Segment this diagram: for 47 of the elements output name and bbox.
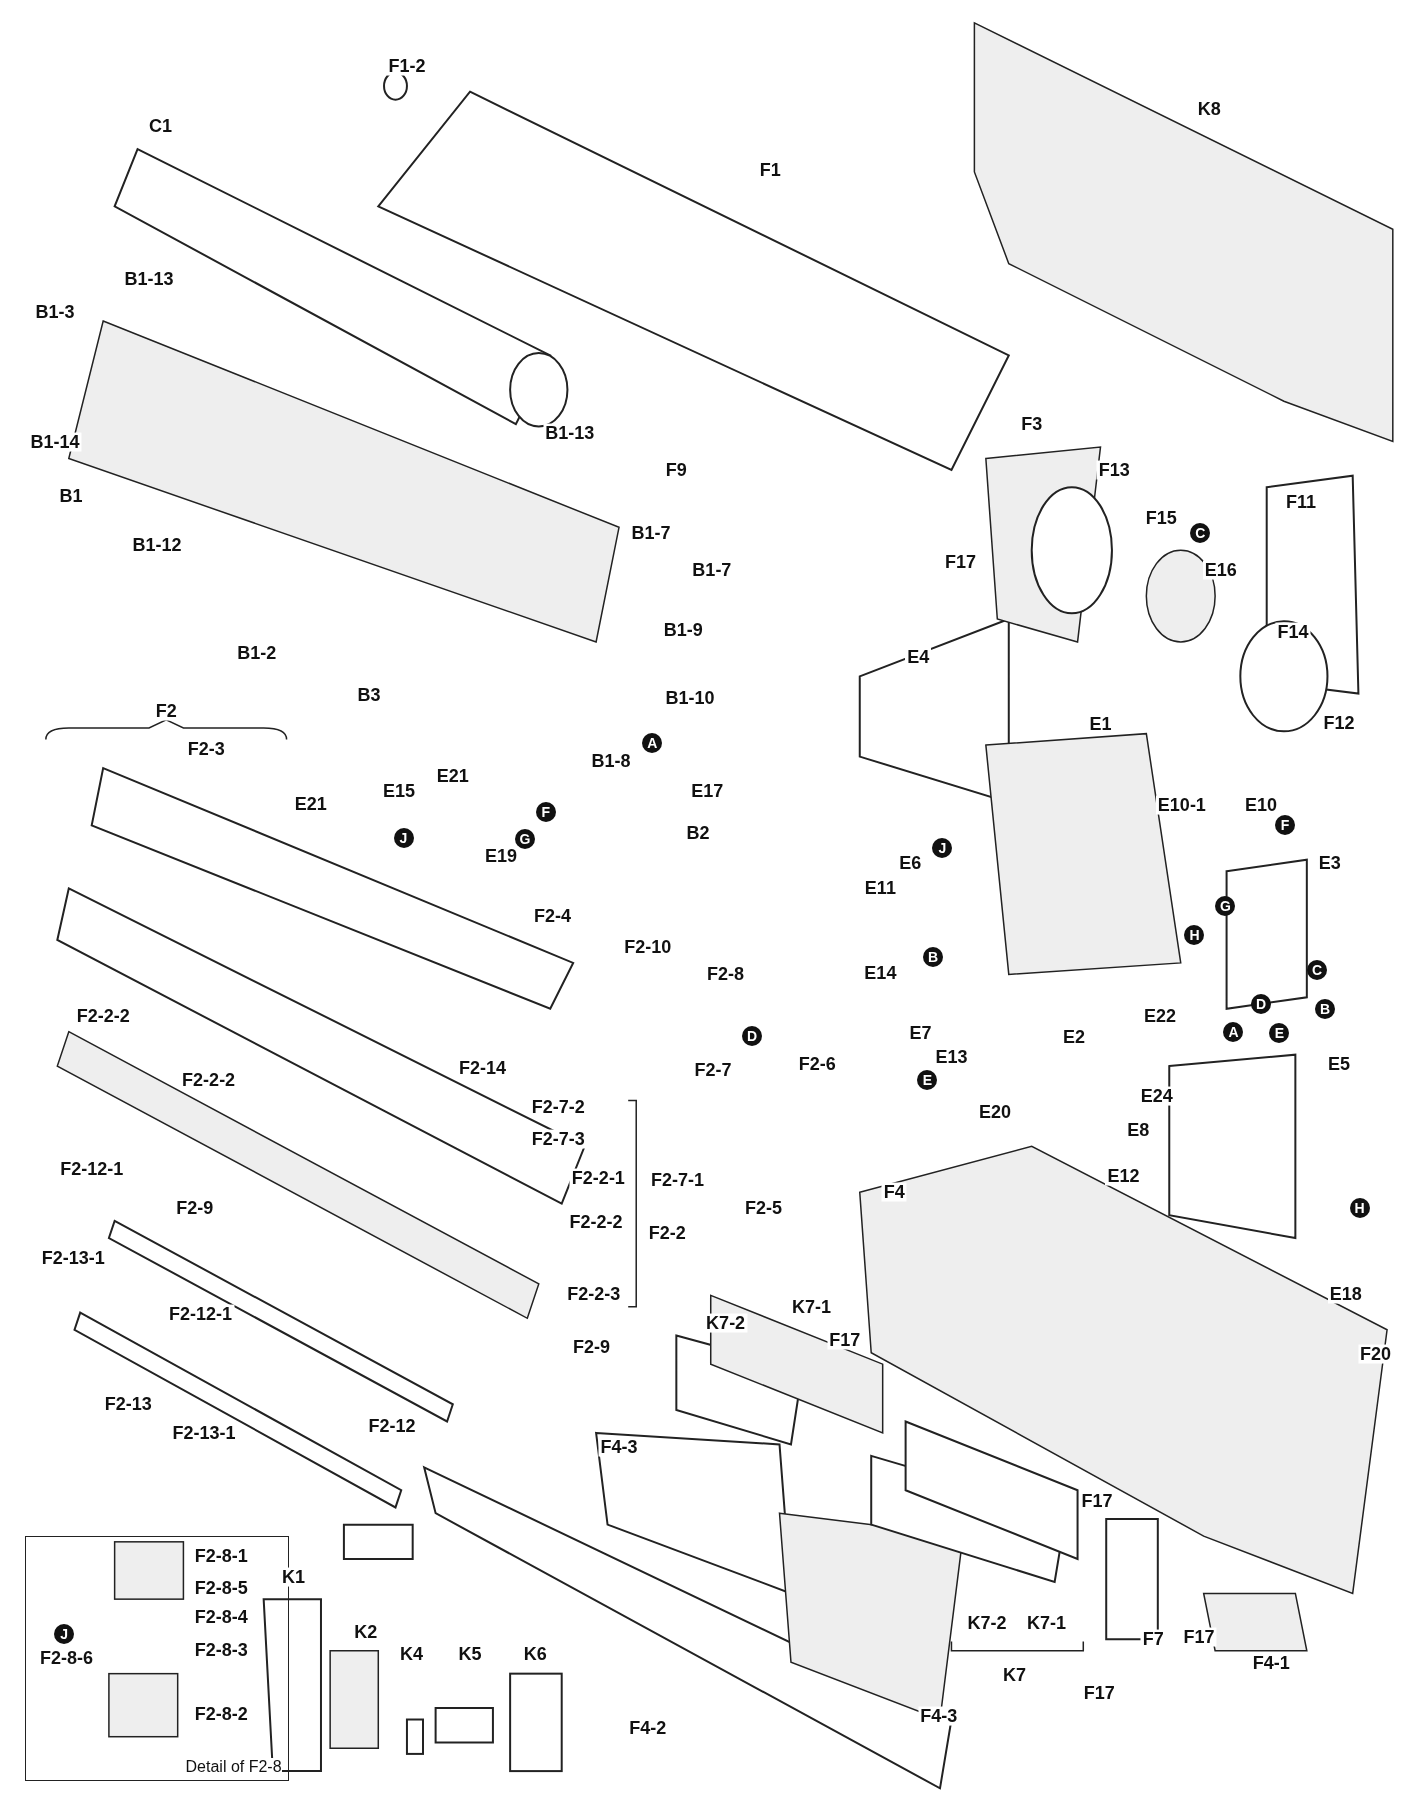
connector-marker: B: [1315, 998, 1336, 1019]
callout-number: K7-2: [704, 1313, 748, 1333]
callout-number: F2-8-3: [192, 1640, 250, 1659]
callout-number: F4-3: [598, 1437, 640, 1457]
callout-number: F13: [1096, 460, 1132, 480]
callout-number: F2-3: [185, 739, 227, 758]
callout-number: F4: [881, 1182, 907, 1202]
callout-number: E10-1: [1155, 795, 1208, 815]
callout-number: F20: [1358, 1344, 1394, 1364]
connector-marker: G: [515, 829, 535, 850]
connector-marker: D: [742, 1026, 762, 1047]
callout-number: F2-7-1: [649, 1170, 706, 1189]
connector-marker: A: [642, 732, 663, 753]
connector-marker: F: [535, 801, 556, 822]
connector-marker: J: [54, 1623, 75, 1644]
connector-marker: B: [923, 947, 944, 968]
connector-marker: F: [1275, 815, 1296, 836]
callout-number: F17: [1079, 1491, 1115, 1510]
connector-marker: H: [1349, 1198, 1370, 1219]
callout-number: B1-13: [122, 269, 176, 288]
callout-number: B1-12: [130, 535, 184, 554]
connector-marker: C: [1190, 523, 1211, 544]
callout-number: F2-7: [692, 1060, 734, 1079]
connector-marker: E: [1269, 1022, 1290, 1043]
connector-marker: G: [1215, 895, 1236, 916]
callout-number: E24: [1138, 1086, 1175, 1106]
connector-marker: J: [932, 838, 953, 859]
callout-number: B1-14: [28, 433, 82, 452]
callout-number: E16: [1202, 560, 1239, 580]
callout-number: F2: [153, 701, 179, 721]
callout-number: E21: [292, 794, 329, 813]
callout-number: F1-2: [386, 57, 428, 76]
callout-number: F2-13-1: [39, 1248, 107, 1267]
connector-marker: E: [917, 1069, 938, 1090]
connector-marker: J: [393, 827, 414, 848]
callout-number: E18: [1327, 1284, 1364, 1304]
connector-marker: C: [1307, 959, 1328, 980]
callout-number: F17: [827, 1330, 863, 1350]
callout-number: F17: [1181, 1627, 1217, 1647]
connector-marker: A: [1223, 1021, 1244, 1042]
connector-marker: H: [1184, 925, 1205, 946]
callout-number: E12: [1105, 1166, 1142, 1186]
callout-number: F2-7-3: [529, 1130, 587, 1149]
callout-number: F4-2: [627, 1718, 669, 1737]
callout-number: F2-8-1: [192, 1546, 250, 1565]
callout-number: F2-2-1: [569, 1169, 627, 1188]
callout-number: F4-3: [918, 1706, 960, 1726]
